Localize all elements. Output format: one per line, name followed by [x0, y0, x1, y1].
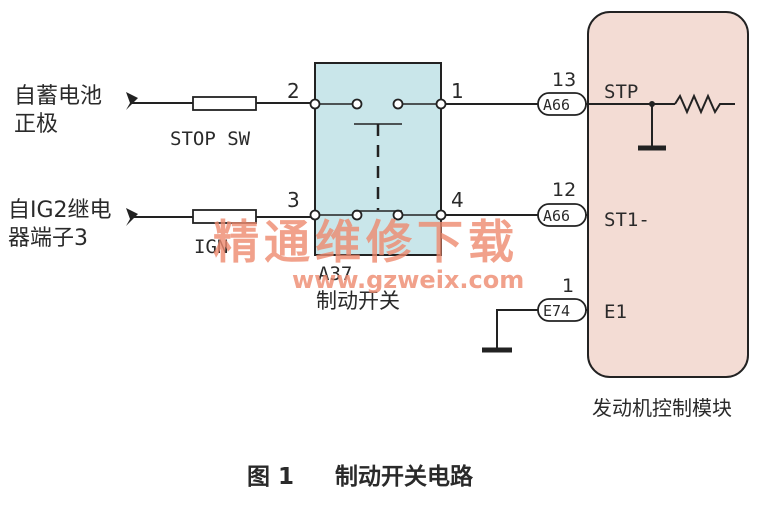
switch-code: A37: [318, 263, 352, 285]
wire-e74-to-ground: [496, 309, 538, 348]
ecm-terminal-stp: STP: [604, 81, 638, 103]
battery-input-arrow-icon: [126, 92, 138, 110]
connector-a66-bottom: [537, 203, 587, 227]
battery-label-line2: 正极: [14, 112, 58, 137]
fuse-stop-sw: [192, 96, 257, 111]
connector-a66-top: [537, 92, 587, 116]
switch-upper-right-contact: [392, 98, 404, 110]
connector-a66-bottom-label: A66: [543, 207, 570, 225]
connector-e74-pin: 1: [562, 275, 574, 297]
connector-e74-label: E74: [543, 302, 570, 320]
ig2-label-line1: 自IG2继电: [8, 198, 112, 223]
pin2-terminal: [309, 98, 321, 110]
fuse-ign-label: IGN: [194, 236, 228, 258]
connector-e74: [537, 298, 587, 322]
fuse-stop-sw-label: STOP SW: [170, 128, 251, 150]
watermark-text: 精通维修下载: [213, 215, 519, 269]
pin2-label: 2: [287, 79, 300, 103]
figure-title: 制动开关电路: [335, 463, 474, 490]
connector-a66-bottom-pin: 12: [552, 179, 576, 201]
ecm-terminal-e1: E1: [604, 301, 627, 323]
connector-a66-top-pin: 13: [552, 69, 576, 91]
ig2-label-line2: 器端子3: [8, 226, 88, 251]
pin4-label: 4: [451, 188, 464, 212]
figure-number: 图 1: [247, 464, 294, 490]
ecm-label: 发动机控制模块: [592, 396, 732, 420]
switch-name: 制动开关: [316, 289, 400, 313]
connector-a66-top-label: A66: [543, 96, 570, 114]
pin1-label: 1: [451, 79, 464, 103]
resistor-icon: [674, 93, 735, 115]
brake-switch-box: [314, 62, 442, 256]
ecm-terminal-st1: ST1-: [604, 209, 650, 231]
watermark-url: www.gzweix.com: [292, 266, 524, 294]
battery-label-line1: 自蓄电池: [14, 84, 102, 109]
pin3-label: 3: [287, 188, 300, 212]
pin1-terminal: [435, 98, 447, 110]
switch-upper-left-contact: [351, 98, 363, 110]
